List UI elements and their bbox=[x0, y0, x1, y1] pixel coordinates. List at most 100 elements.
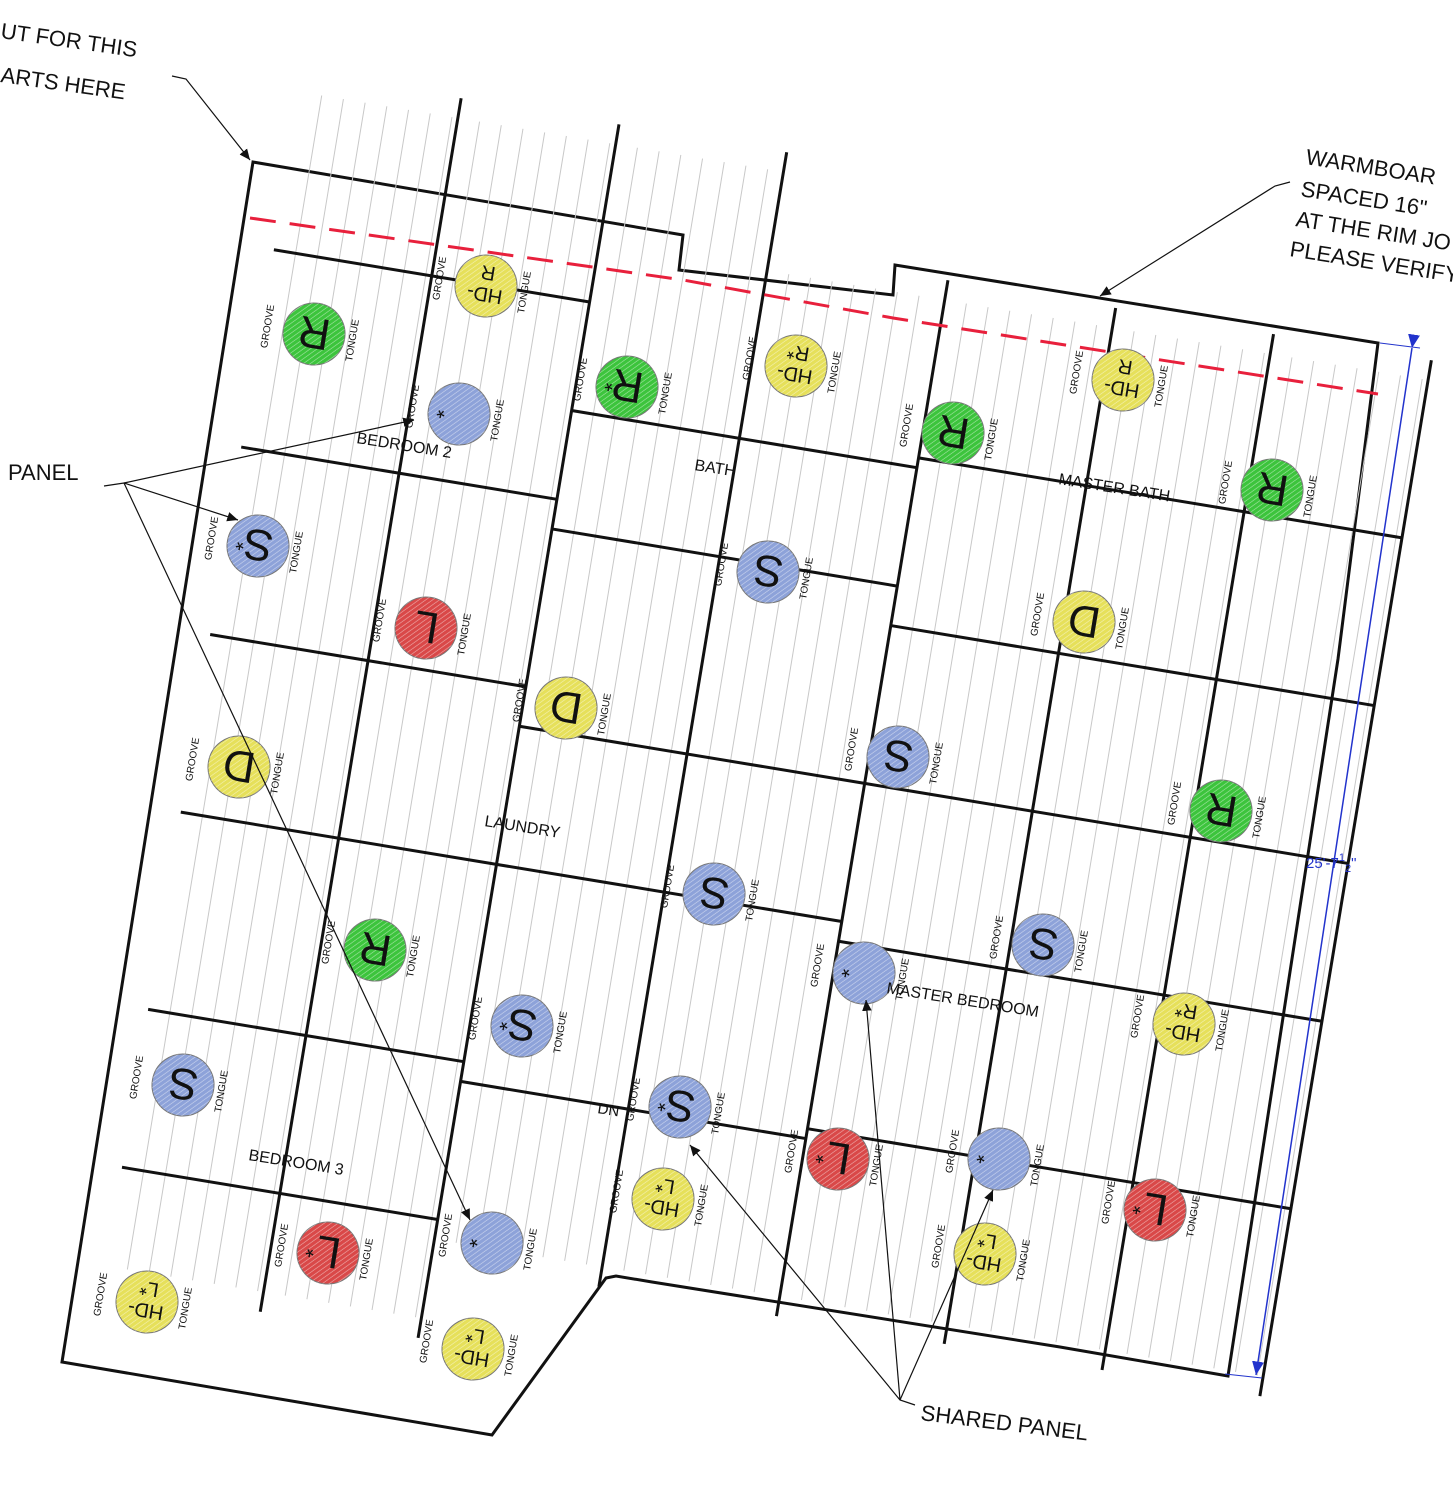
tongue-label: TONGUE bbox=[503, 1333, 521, 1377]
tongue-label: TONGUE bbox=[1302, 474, 1320, 518]
callout-top-left: UT FOR THIS ARTS HERE bbox=[0, 18, 139, 104]
groove-label: GROOVE bbox=[1100, 1180, 1118, 1225]
panel-sub: R bbox=[479, 260, 497, 284]
panel-code: D bbox=[220, 739, 259, 793]
tongue-label: TONGUE bbox=[456, 612, 474, 656]
tongue-label: TONGUE bbox=[1073, 929, 1091, 973]
groove-label: GROOVE bbox=[930, 1224, 948, 1269]
groove-label: GROOVE bbox=[371, 598, 389, 643]
panel-marker: R TONGUE GROOVE bbox=[898, 401, 1001, 465]
tongue-label: TONGUE bbox=[213, 1069, 231, 1113]
panel-sub: R* bbox=[785, 339, 811, 364]
tongue-label: TONGUE bbox=[596, 692, 614, 736]
panel-code: R bbox=[934, 405, 973, 459]
panel-code: R bbox=[356, 922, 395, 976]
callout-shared-panel: SHARED PANEL bbox=[919, 1400, 1089, 1445]
tongue-label: TONGUE bbox=[177, 1286, 195, 1330]
panel-sub: R bbox=[1116, 354, 1134, 378]
tongue-label: TONGUE bbox=[693, 1183, 711, 1227]
room-label-bedroom-3: BEDROOM 3 bbox=[247, 1147, 345, 1179]
groove-label: GROOVE bbox=[988, 915, 1006, 960]
room-label-dn: DN bbox=[596, 1100, 620, 1120]
groove-label: GROOVE bbox=[898, 403, 916, 448]
groove-label: GROOVE bbox=[128, 1055, 146, 1100]
panel-sub: L* bbox=[464, 1323, 486, 1348]
groove-label: GROOVE bbox=[273, 1223, 291, 1268]
groove-label: GROOVE bbox=[608, 1169, 626, 1214]
groove-label: GROOVE bbox=[259, 304, 277, 349]
callout-top-left-line2: ARTS HERE bbox=[0, 62, 127, 104]
tongue-label: TONGUE bbox=[405, 934, 423, 978]
tongue-label: TONGUE bbox=[1153, 364, 1171, 408]
groove-label: GROOVE bbox=[659, 864, 677, 909]
tongue-label: TONGUE bbox=[657, 371, 675, 415]
tongue-label: TONGUE bbox=[710, 1091, 728, 1135]
tongue-label: TONGUE bbox=[344, 318, 362, 362]
groove-label: GROOVE bbox=[467, 996, 485, 1041]
tongue-label: TONGUE bbox=[1029, 1143, 1047, 1187]
groove-label: GROOVE bbox=[1068, 350, 1086, 395]
panel-sub: L* bbox=[654, 1173, 676, 1198]
panel-sub: R* bbox=[1173, 997, 1199, 1022]
groove-label: GROOVE bbox=[809, 943, 827, 988]
callout-leaders bbox=[103, 75, 1291, 1406]
tongue-label: TONGUE bbox=[1214, 1008, 1232, 1052]
groove-label: GROOVE bbox=[1129, 994, 1147, 1039]
callout-panel: PANEL bbox=[8, 460, 79, 485]
groove-label: GROOVE bbox=[203, 516, 221, 561]
tongue-label: TONGUE bbox=[489, 398, 507, 442]
tongue-label: TONGUE bbox=[798, 556, 816, 600]
groove-label: GROOVE bbox=[625, 1077, 643, 1122]
groove-label: GROOVE bbox=[92, 1272, 110, 1317]
panel-code: D bbox=[1065, 594, 1104, 648]
building-outline-left bbox=[60, 160, 1380, 1437]
room-label-master-bedroom: MASTER BEDROOM bbox=[885, 980, 1040, 1021]
tongue-label: TONGUE bbox=[1015, 1238, 1033, 1282]
panel-marker: R TONGUE GROOVE bbox=[259, 302, 362, 366]
panel-code: R bbox=[608, 359, 647, 413]
room-label-master-bath: MASTER BATH bbox=[1057, 471, 1171, 505]
tongue-label: TONGUE bbox=[1185, 1194, 1203, 1238]
room-label-bath: BATH bbox=[693, 457, 737, 480]
callout-top-right: WARMBOAR SPACED 16" AT THE RIM JO PLEASE… bbox=[1288, 144, 1453, 288]
groove-label: GROOVE bbox=[741, 336, 759, 381]
groove-label: GROOVE bbox=[1029, 592, 1047, 637]
panel-code: R bbox=[295, 306, 334, 360]
panel-sub: L* bbox=[976, 1228, 998, 1253]
groove-label: GROOVE bbox=[1166, 781, 1184, 826]
tongue-label: TONGUE bbox=[1251, 795, 1269, 839]
groove-label: GROOVE bbox=[713, 542, 731, 587]
panel-sub: L* bbox=[138, 1276, 160, 1301]
tongue-label: TONGUE bbox=[269, 751, 287, 795]
tongue-label: TONGUE bbox=[983, 417, 1001, 461]
groove-label: GROOVE bbox=[843, 727, 861, 772]
panel-code: R bbox=[1253, 462, 1292, 516]
tongue-label: TONGUE bbox=[288, 530, 306, 574]
groove-label: GROOVE bbox=[184, 737, 202, 782]
dimension-line: 25'-712" bbox=[1224, 333, 1421, 1379]
